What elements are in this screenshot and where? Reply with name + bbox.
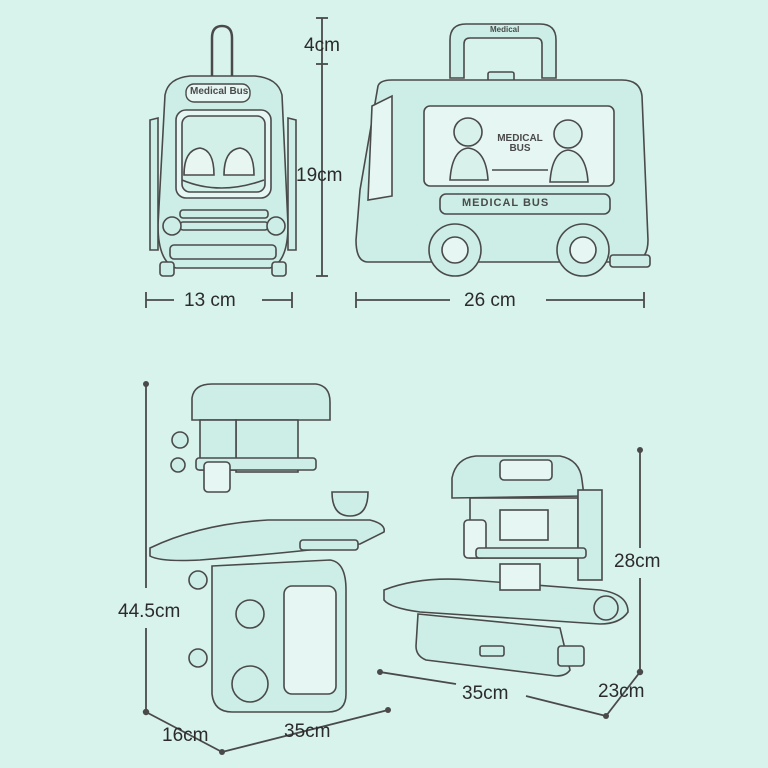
open-height-label: 28cm (614, 551, 661, 572)
tall-width-line (221, 709, 389, 753)
side-panel-title: MEDICAL BUS (497, 133, 543, 154)
handle-height-label: 4cm (304, 35, 340, 56)
front-badge-text: Medical Bus (190, 86, 249, 97)
tall-depth-line (145, 711, 223, 753)
side-handle-tag: Medical (490, 25, 520, 34)
bus-front-view (149, 24, 297, 277)
open-depth-label: 23cm (598, 681, 645, 702)
open-depth-line (605, 671, 641, 717)
side-length-label: 26 cm (464, 290, 516, 311)
tall-depth-label: 16cm (162, 725, 209, 746)
bus-side-view (355, 23, 651, 277)
open-width-label: 35cm (462, 683, 509, 704)
tall-height-label: 44.5cm (118, 601, 181, 622)
side-body-title: MEDICAL BUS (462, 197, 550, 209)
dimension-endpoints (142, 381, 644, 755)
front-width-label: 13 cm (184, 290, 236, 311)
tall-width-label: 35cm (284, 721, 331, 742)
front-badge-frame (185, 83, 251, 103)
body-height-label: 19cm (296, 165, 343, 186)
tall-station-drawing (149, 383, 386, 713)
dimension-lines (145, 17, 645, 753)
open-width-line (379, 671, 457, 685)
open-station-drawing (383, 455, 629, 677)
